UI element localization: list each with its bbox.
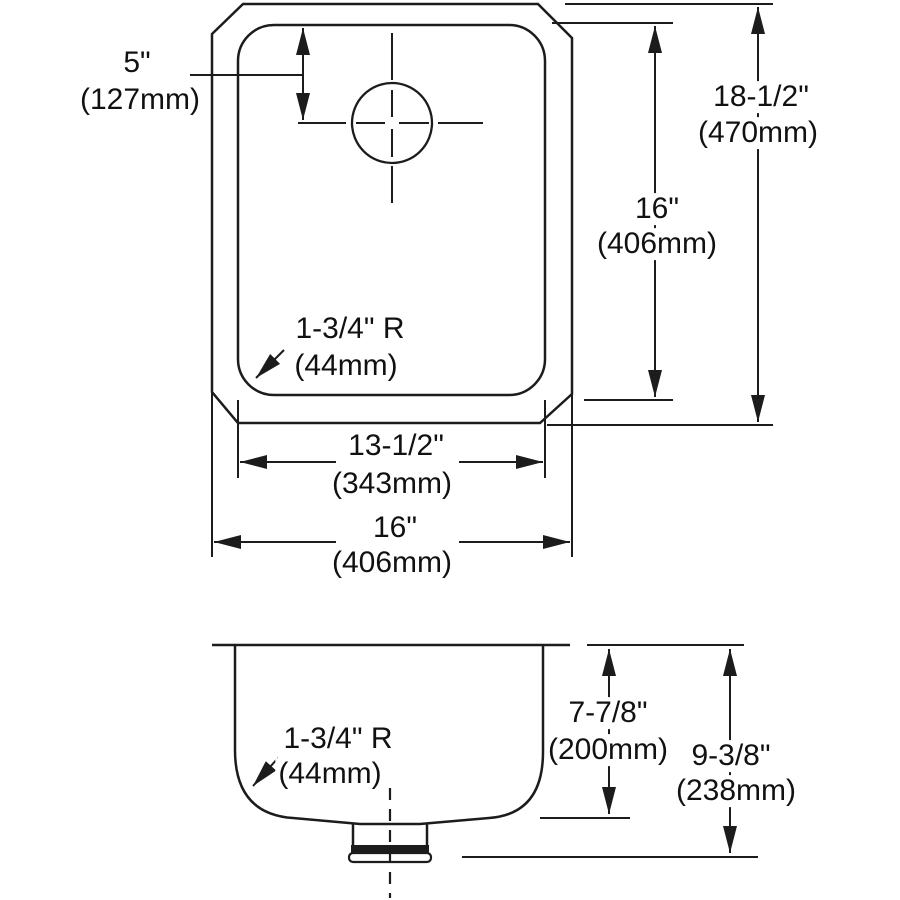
dim-faucet-offset-inches: 5": [120, 47, 154, 79]
drain-flange-band: [351, 845, 429, 853]
dim-faucet-offset-mm: (127mm): [76, 84, 204, 116]
drain-centerlines: [298, 33, 483, 203]
top-radius-leader-arrow: [255, 349, 285, 379]
dim-bowl-width-inches: 13-1/2": [345, 430, 447, 462]
dim-bowl-depth-inches: 7-7/8": [565, 697, 651, 729]
outer-rim-outline: [210, 2, 574, 425]
dim-overall-depth-inches: 9-3/8": [688, 740, 774, 772]
dim-overall-depth-mm: (238mm): [672, 775, 800, 807]
dim-side-radius-mm: (44mm): [275, 758, 385, 790]
dim-overall-ftb-inches: 18-1/2": [710, 81, 812, 113]
dim-bowl-width-mm: (343mm): [328, 468, 456, 500]
drain-hole-circle: [350, 81, 434, 165]
dim-overall-ftb-mm: (470mm): [694, 117, 822, 149]
dim-bowl-ftb-mm: (406mm): [593, 228, 721, 260]
dim-bowl-depth-mm: (200mm): [544, 734, 672, 766]
dim-top-radius-mm: (44mm): [291, 350, 401, 382]
dim-side-radius-inches: 1-3/4" R: [280, 723, 396, 755]
dim-top-radius-inches: 1-3/4" R: [292, 313, 408, 345]
bowl-section-outline: [233, 645, 545, 826]
top-view-dimensions: [190, 3, 773, 557]
bowl-outline: [236, 23, 547, 397]
dim-overall-width-mm: (406mm): [328, 547, 456, 579]
dim-bowl-ftb-inches: 16": [631, 193, 683, 225]
top-view-outline: [210, 2, 574, 425]
side-radius-leader-arrow: [252, 757, 279, 787]
dim-overall-width-inches: 16": [369, 512, 421, 544]
